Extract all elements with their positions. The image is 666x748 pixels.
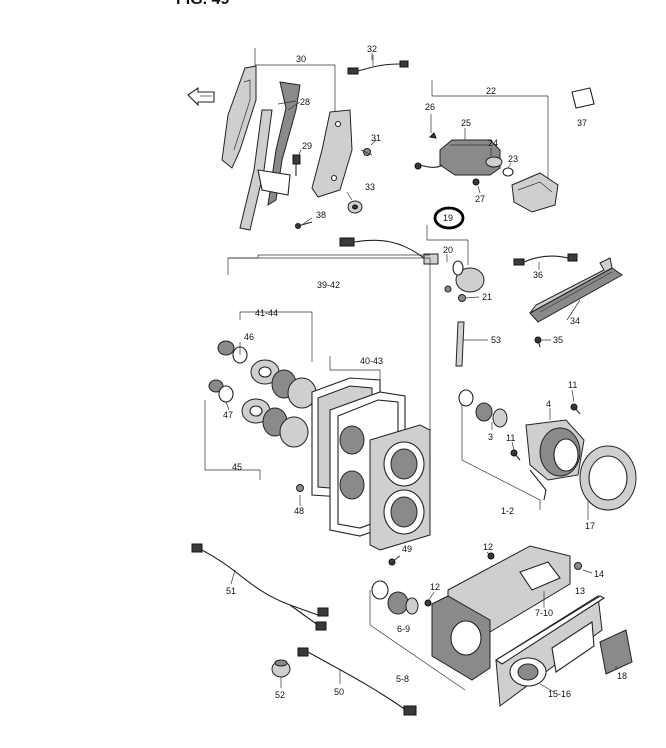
nut-14 [574,562,582,570]
callout-49: 49 [402,544,412,554]
callout-37: 37 [577,118,587,128]
callout-labels: 30 32 28 22 26 37 31 29 25 24 23 33 27 3… [223,44,627,700]
callout-33: 33 [365,182,375,192]
figure-title: FIG. 49 [176,0,229,8]
screw-11-lower [510,449,521,461]
callout-12: 12 [430,582,440,592]
turn-signal-19 [339,225,485,302]
callout-11-lower: 11 [506,433,515,443]
callout-29: 29 [302,141,312,151]
callout-17: 17 [585,521,595,531]
callout-38: 38 [316,210,326,220]
front-direction-arrow [187,86,215,107]
callout-4: 4 [546,399,551,409]
light-bar-34 [529,257,623,323]
label-37 [571,87,595,109]
harness-36 [513,253,578,266]
callout-18: 18 [617,671,627,681]
bolt-29 [292,154,301,176]
callout-21: 21 [482,292,492,302]
screw-12 [424,599,432,607]
callout-50: 50 [334,687,344,697]
callout-51: 51 [226,586,236,596]
callout-27: 27 [475,194,485,204]
callout-19: 19 [443,213,453,223]
callout-24: 24 [488,138,498,148]
turn-signal-assembly-22 [414,80,559,213]
screw-31 [360,139,377,156]
wire-harness-50 [297,647,417,716]
callout-40-43: 40-43 [360,356,383,366]
screw-11-upper [570,403,581,415]
leader-lines [225,53,617,693]
wire-harness-51 [191,543,329,631]
bracket-53 [455,321,465,367]
callout-32: 32 [367,44,377,54]
callout-39-42: 39-42 [317,280,340,290]
callout-5-8: 5-8 [396,674,409,684]
callout-52: 52 [275,690,285,700]
callout-30: 30 [296,54,306,64]
bracket-assembly-30 [221,48,353,231]
callout-28: 28 [300,97,310,107]
circled-callout-19 [433,206,465,230]
callout-47: 47 [223,410,233,420]
screw-38 [295,221,313,229]
callout-1-2: 1-2 [501,506,514,516]
callout-46: 46 [244,332,254,342]
callout-22: 22 [486,86,496,96]
callout-11-upper: 11 [568,380,577,390]
wire-harness-32 [347,55,409,75]
bezel-ring-17 [579,445,637,511]
callout-48: 48 [294,506,304,516]
callout-15-16: 15-16 [548,689,571,699]
callout-26: 26 [425,102,435,112]
callout-6-9: 6-9 [397,624,410,634]
callout-13: 13 [575,586,585,596]
callout-45: 45 [232,462,242,472]
callout-31: 31 [371,133,381,143]
callout-7-10: 7-10 [535,608,553,618]
license-light-assembly [369,545,571,691]
reflector-18 [599,629,633,675]
lamp-assembly-1-2 [458,389,585,510]
callout-3: 3 [488,432,493,442]
grommet-52 [271,659,291,678]
callout-20: 20 [443,245,453,255]
grommet-33 [347,200,363,214]
callout-34: 34 [570,316,580,326]
taillight-assembly-39-42 [204,254,431,551]
callout-41-44: 41-44 [255,308,278,318]
callout-36: 36 [533,270,543,280]
callout-53: 53 [491,335,501,345]
screw-35 [534,336,542,348]
callout-35: 35 [553,335,563,345]
nut-48 [296,484,304,492]
screw-49 [388,555,401,566]
callout-14: 14 [594,569,604,579]
callout-12-top: 12 [483,542,493,552]
lens-panel-15-16 [494,595,606,707]
callout-25: 25 [461,118,471,128]
callout-23: 23 [508,154,518,164]
